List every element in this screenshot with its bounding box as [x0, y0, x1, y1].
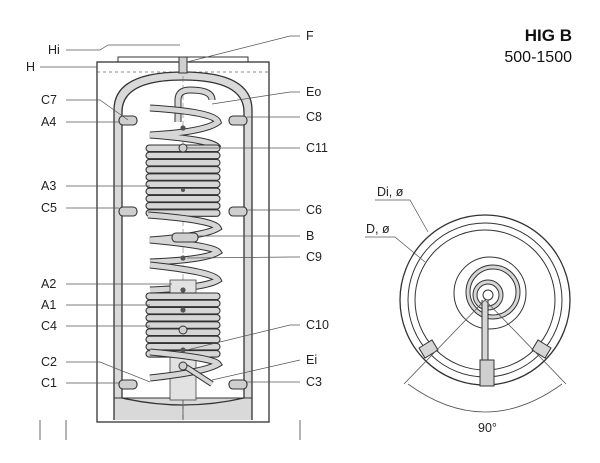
port-c3 [228, 379, 248, 390]
coil-turn [145, 202, 221, 210]
port-c5 [118, 206, 138, 217]
label-c7: C7 [41, 93, 57, 107]
label-c5: C5 [41, 201, 57, 215]
label-ei: Ei [306, 353, 317, 367]
port-c6 [228, 206, 248, 217]
label-c10: C10 [306, 318, 329, 332]
label-a1: A1 [41, 298, 56, 312]
port-a4 [118, 115, 138, 126]
coil-turn [145, 180, 221, 189]
label-c4: C4 [41, 319, 57, 333]
label-a4: A4 [41, 115, 56, 129]
label-a3: A3 [41, 179, 56, 193]
model-range: 500-1500 [504, 49, 572, 66]
label-c8: C8 [306, 110, 322, 124]
model-title: HIG B [525, 26, 572, 45]
label-b: B [306, 229, 314, 243]
coil-turn [145, 194, 221, 203]
label-di: Di, ø [377, 185, 404, 199]
plan-view: Di, ø D, ø 90° [365, 185, 571, 435]
port-c8 [228, 115, 248, 126]
label-c11: C11 [306, 141, 328, 155]
label-c2: C2 [41, 355, 57, 369]
upper-heat-exchanger-coil [149, 104, 223, 151]
coil-turn [145, 292, 221, 301]
label-h: H [26, 60, 35, 74]
label-c6: C6 [306, 203, 322, 217]
coil-turn [145, 299, 221, 308]
label-f: F [306, 29, 314, 43]
left-labels: Hi H C7 A4 A3 C5 A2 A1 C4 C2 C1 [26, 43, 180, 390]
label-eo: Eo [306, 85, 321, 99]
right-labels: F Eo C8 C11 C6 B C9 C10 Ei C3 [186, 29, 329, 389]
port-c1 [118, 379, 138, 390]
coil-turn [145, 335, 221, 344]
port-b [171, 232, 199, 243]
coil-turn [145, 166, 221, 174]
label-c3: C3 [306, 375, 322, 389]
coil-turn [145, 151, 221, 160]
label-d: D, ø [366, 222, 390, 236]
coil-turn [145, 158, 221, 167]
side-view [39, 56, 301, 440]
label-angle: 90° [478, 421, 497, 435]
label-a2: A2 [41, 277, 56, 291]
label-hi: Hi [48, 43, 60, 57]
upper-coil-turns [145, 144, 221, 217]
coil-turn [145, 314, 221, 322]
coil-turn [145, 173, 221, 181]
label-c1: C1 [41, 376, 57, 390]
label-c9: C9 [306, 250, 322, 264]
